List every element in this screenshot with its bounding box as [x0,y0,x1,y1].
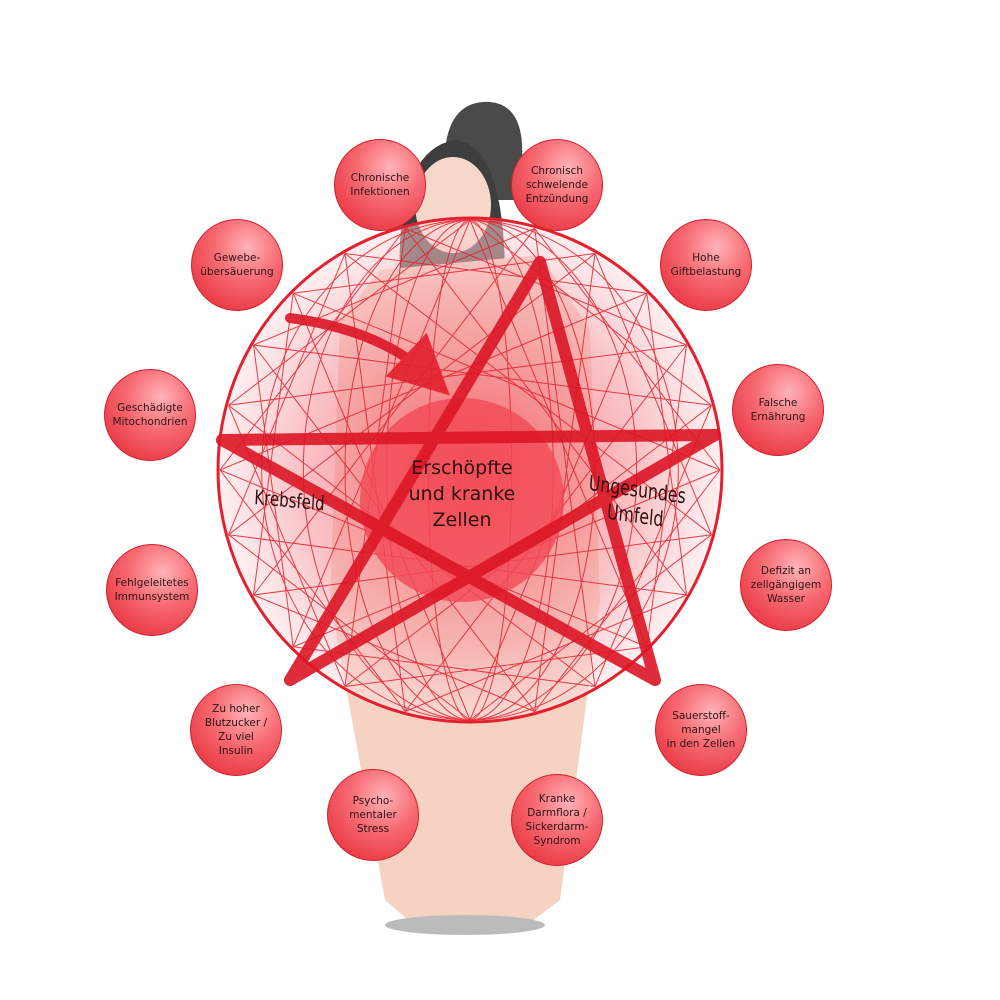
factor-bubble: Psycho- mentaler Stress [327,769,419,861]
wire-meridian [261,219,679,721]
wire-line [404,228,687,596]
wire-line [219,469,406,712]
floor-shadow [385,915,545,935]
arrow-band [285,313,450,396]
wire-line [228,253,346,535]
wire-line [252,344,294,647]
band [216,429,721,446]
wire-line [646,344,688,647]
band [534,256,661,686]
factor-bubble: Zu hoher Blutzucker / Zu viel Insulin [190,684,282,776]
wire-line [228,344,687,406]
factor-bubble: Geschädigte Mitochondrien [104,369,196,461]
factor-bubble: Kranke Darmflora / Sickerdarm- Syndrom [511,774,603,866]
wire-line [219,228,406,471]
factor-bubble: Gewebe- übersäuerung [191,219,283,311]
wire-line [534,253,596,712]
band [284,256,546,686]
factor-bubble: Hohe Giftbelastung [660,219,752,311]
wire-line [646,293,688,596]
wire-line [344,253,712,536]
factor-bubble: Fehlgeleitetes Immunsystem [106,544,198,636]
factor-bubble: Defizit an zellgängigem Wasser [740,539,832,631]
factor-bubble: Chronische Infektionen [334,139,426,231]
pentagram-bands [216,256,721,686]
factor-bubble: Chronisch schwelende Entzündung [511,139,603,231]
wire-line [253,228,536,596]
band [284,429,721,686]
wire-line [253,344,712,406]
factor-bubble: Sauerstoff- mangel in den Zellen [655,684,747,776]
wire-line [594,253,712,535]
band [216,434,661,686]
factor-bubble: Falsche Ernährung [732,364,824,456]
center-label: Erschöpfte und kranke Zellen [408,457,516,531]
wire-line [534,228,596,687]
